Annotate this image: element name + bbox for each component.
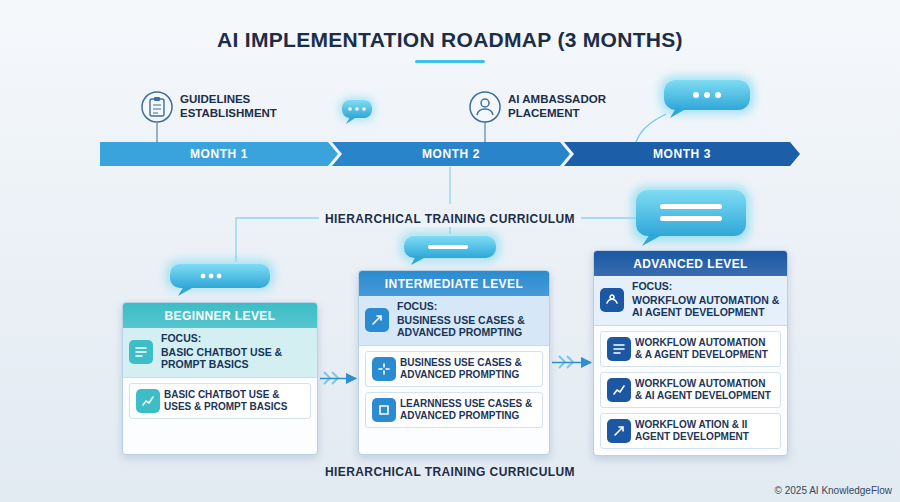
icon-glyph bbox=[379, 364, 389, 374]
person-icon bbox=[470, 92, 500, 142]
topic-icon bbox=[365, 308, 389, 332]
topic-item: BASIC CHATBOT USE & USES & PROMPT BASICS bbox=[129, 383, 311, 419]
level-card: INTERMEDIATE LEVELFOCUS:BUSINESS USE CAS… bbox=[358, 270, 550, 455]
icon-glyph bbox=[143, 397, 153, 405]
chat-bubble bbox=[632, 186, 750, 246]
topic-icon bbox=[129, 340, 153, 364]
topic-icon bbox=[372, 398, 396, 422]
icon-glyph bbox=[607, 295, 617, 303]
topic-text: BUSINESS USE CASES & ADVANCED PROMPTING bbox=[400, 357, 537, 381]
icon-tile bbox=[372, 398, 396, 422]
icon-tile bbox=[600, 288, 624, 312]
focus-box: FOCUS:WORKFLOW AUTOMATION & AI AGENT DEV… bbox=[594, 276, 787, 326]
text-wrap: FOCUS:BASIC CHATBOT USE & PROMPT BASICS bbox=[161, 332, 311, 371]
icon-tile bbox=[607, 419, 631, 443]
chat-bubble bbox=[340, 98, 374, 124]
section-heading: HIERARCHICAL TRAINING CURRICULUM bbox=[319, 211, 581, 227]
focus-heading: FOCUS: bbox=[397, 300, 543, 313]
month-segment: MONTH 2 bbox=[332, 142, 570, 166]
text-wrap: WORKFLOW AUTOMATION & A AGENT DEVELOPMEN… bbox=[635, 337, 775, 361]
month-label: MONTH 2 bbox=[332, 142, 570, 166]
focus-heading: FOCUS: bbox=[161, 332, 311, 345]
icon-tile bbox=[129, 340, 153, 364]
guide-line bbox=[236, 167, 636, 262]
title-accent bbox=[415, 60, 485, 63]
month-segment: MONTH 1 bbox=[100, 142, 338, 166]
topic-text: WORKFLOW AUTOMATION & A AGENT DEVELOPMEN… bbox=[635, 337, 775, 361]
topic-icon bbox=[607, 337, 631, 361]
icon-glyph bbox=[614, 345, 624, 353]
text-wrap: LEARNNESS USE CASES & ADVANCED PROMPTING bbox=[400, 398, 537, 422]
icon-glyph bbox=[136, 348, 146, 356]
text-wrap: WORKFLOW AUTOMATION & AI AGENT DEVELOPME… bbox=[635, 378, 775, 402]
topic-item: LEARNNESS USE CASES & ADVANCED PROMPTING bbox=[365, 392, 543, 428]
topic-icon bbox=[600, 288, 624, 312]
milestone-label: GUIDELINES ESTABLISHMENT bbox=[180, 93, 292, 121]
text-wrap: BASIC CHATBOT USE & USES & PROMPT BASICS bbox=[164, 389, 305, 413]
copyright-note: © 2025 AI KnowledgeFlow bbox=[775, 485, 892, 497]
text-wrap: FOCUS:BUSINESS USE CASES & ADVANCED PROM… bbox=[397, 300, 543, 339]
chat-bubble bbox=[400, 232, 500, 265]
topic-icon bbox=[136, 389, 160, 413]
section-heading: HIERARCHICAL TRAINING CURRICULUM bbox=[325, 465, 575, 479]
level-heading: ADVANCED LEVEL bbox=[594, 251, 787, 276]
level-card: ADVANCED LEVELFOCUS:WORKFLOW AUTOMATION … bbox=[593, 250, 788, 456]
topic-text: BASIC CHATBOT USE & PROMPT BASICS bbox=[161, 346, 311, 371]
topic-text: WORKFLOW AUTOMATION & AI AGENT DEVELOPME… bbox=[632, 294, 781, 319]
flow-arrow bbox=[320, 378, 356, 380]
topic-item: WORKFLOW ATION & II AGENT DEVELOPMENT bbox=[600, 413, 781, 449]
icon-tile bbox=[372, 357, 396, 381]
level-heading: INTERMEDIATE LEVEL bbox=[359, 271, 549, 296]
milestone-label: AI AMBASSADOR PLACEMENT bbox=[508, 93, 620, 121]
icon-tile bbox=[365, 308, 389, 332]
level-card: BEGINNER LEVELFOCUS:BASIC CHATBOT USE & … bbox=[122, 302, 318, 455]
chat-bubble bbox=[636, 76, 754, 142]
text-wrap: BUSINESS USE CASES & ADVANCED PROMPTING bbox=[400, 357, 537, 381]
icon-tile bbox=[136, 389, 160, 413]
focus-box: FOCUS:BUSINESS USE CASES & ADVANCED PROM… bbox=[359, 296, 549, 346]
topic-icon bbox=[607, 378, 631, 402]
topic-text: WORKFLOW AUTOMATION & AI AGENT DEVELOPME… bbox=[635, 378, 775, 402]
topic-item: WORKFLOW AUTOMATION & A AGENT DEVELOPMEN… bbox=[600, 331, 781, 367]
topic-icon bbox=[607, 419, 631, 443]
month-label: MONTH 3 bbox=[564, 142, 800, 166]
focus-heading: FOCUS: bbox=[632, 280, 781, 293]
level-heading: BEGINNER LEVEL bbox=[123, 303, 317, 328]
topic-item: BUSINESS USE CASES & ADVANCED PROMPTING bbox=[365, 351, 543, 387]
topic-text: WORKFLOW ATION & II AGENT DEVELOPMENT bbox=[635, 419, 775, 443]
topic-text: BASIC CHATBOT USE & USES & PROMPT BASICS bbox=[164, 389, 305, 413]
chevron-fill bbox=[564, 142, 800, 166]
chevron-fill bbox=[100, 142, 338, 166]
diagram-title: AI IMPLEMENTATION ROADMAP (3 MONTHS) bbox=[0, 28, 900, 52]
topic-icon bbox=[372, 357, 396, 381]
icon-glyph bbox=[373, 316, 381, 324]
month-label: MONTH 1 bbox=[100, 142, 338, 166]
topic-item: WORKFLOW AUTOMATION & AI AGENT DEVELOPME… bbox=[600, 372, 781, 408]
month-segment: MONTH 3 bbox=[564, 142, 800, 166]
text-wrap: FOCUS:WORKFLOW AUTOMATION & AI AGENT DEV… bbox=[632, 280, 781, 319]
topic-text: BUSINESS USE CASES & ADVANCED PROMPTING bbox=[397, 314, 543, 339]
icon-glyph bbox=[380, 406, 388, 414]
icon-tile bbox=[607, 337, 631, 361]
icon-glyph bbox=[614, 386, 624, 394]
focus-box: FOCUS:BASIC CHATBOT USE & PROMPT BASICS bbox=[123, 328, 317, 378]
icon-tile bbox=[607, 378, 631, 402]
topic-text: LEARNNESS USE CASES & ADVANCED PROMPTING bbox=[400, 398, 537, 422]
icon-glyph bbox=[615, 427, 623, 435]
clipboard-icon bbox=[142, 92, 172, 142]
chevron-fill bbox=[332, 142, 570, 166]
chat-bubble bbox=[166, 260, 274, 296]
flow-arrow bbox=[552, 362, 591, 364]
text-wrap: WORKFLOW ATION & II AGENT DEVELOPMENT bbox=[635, 419, 775, 443]
